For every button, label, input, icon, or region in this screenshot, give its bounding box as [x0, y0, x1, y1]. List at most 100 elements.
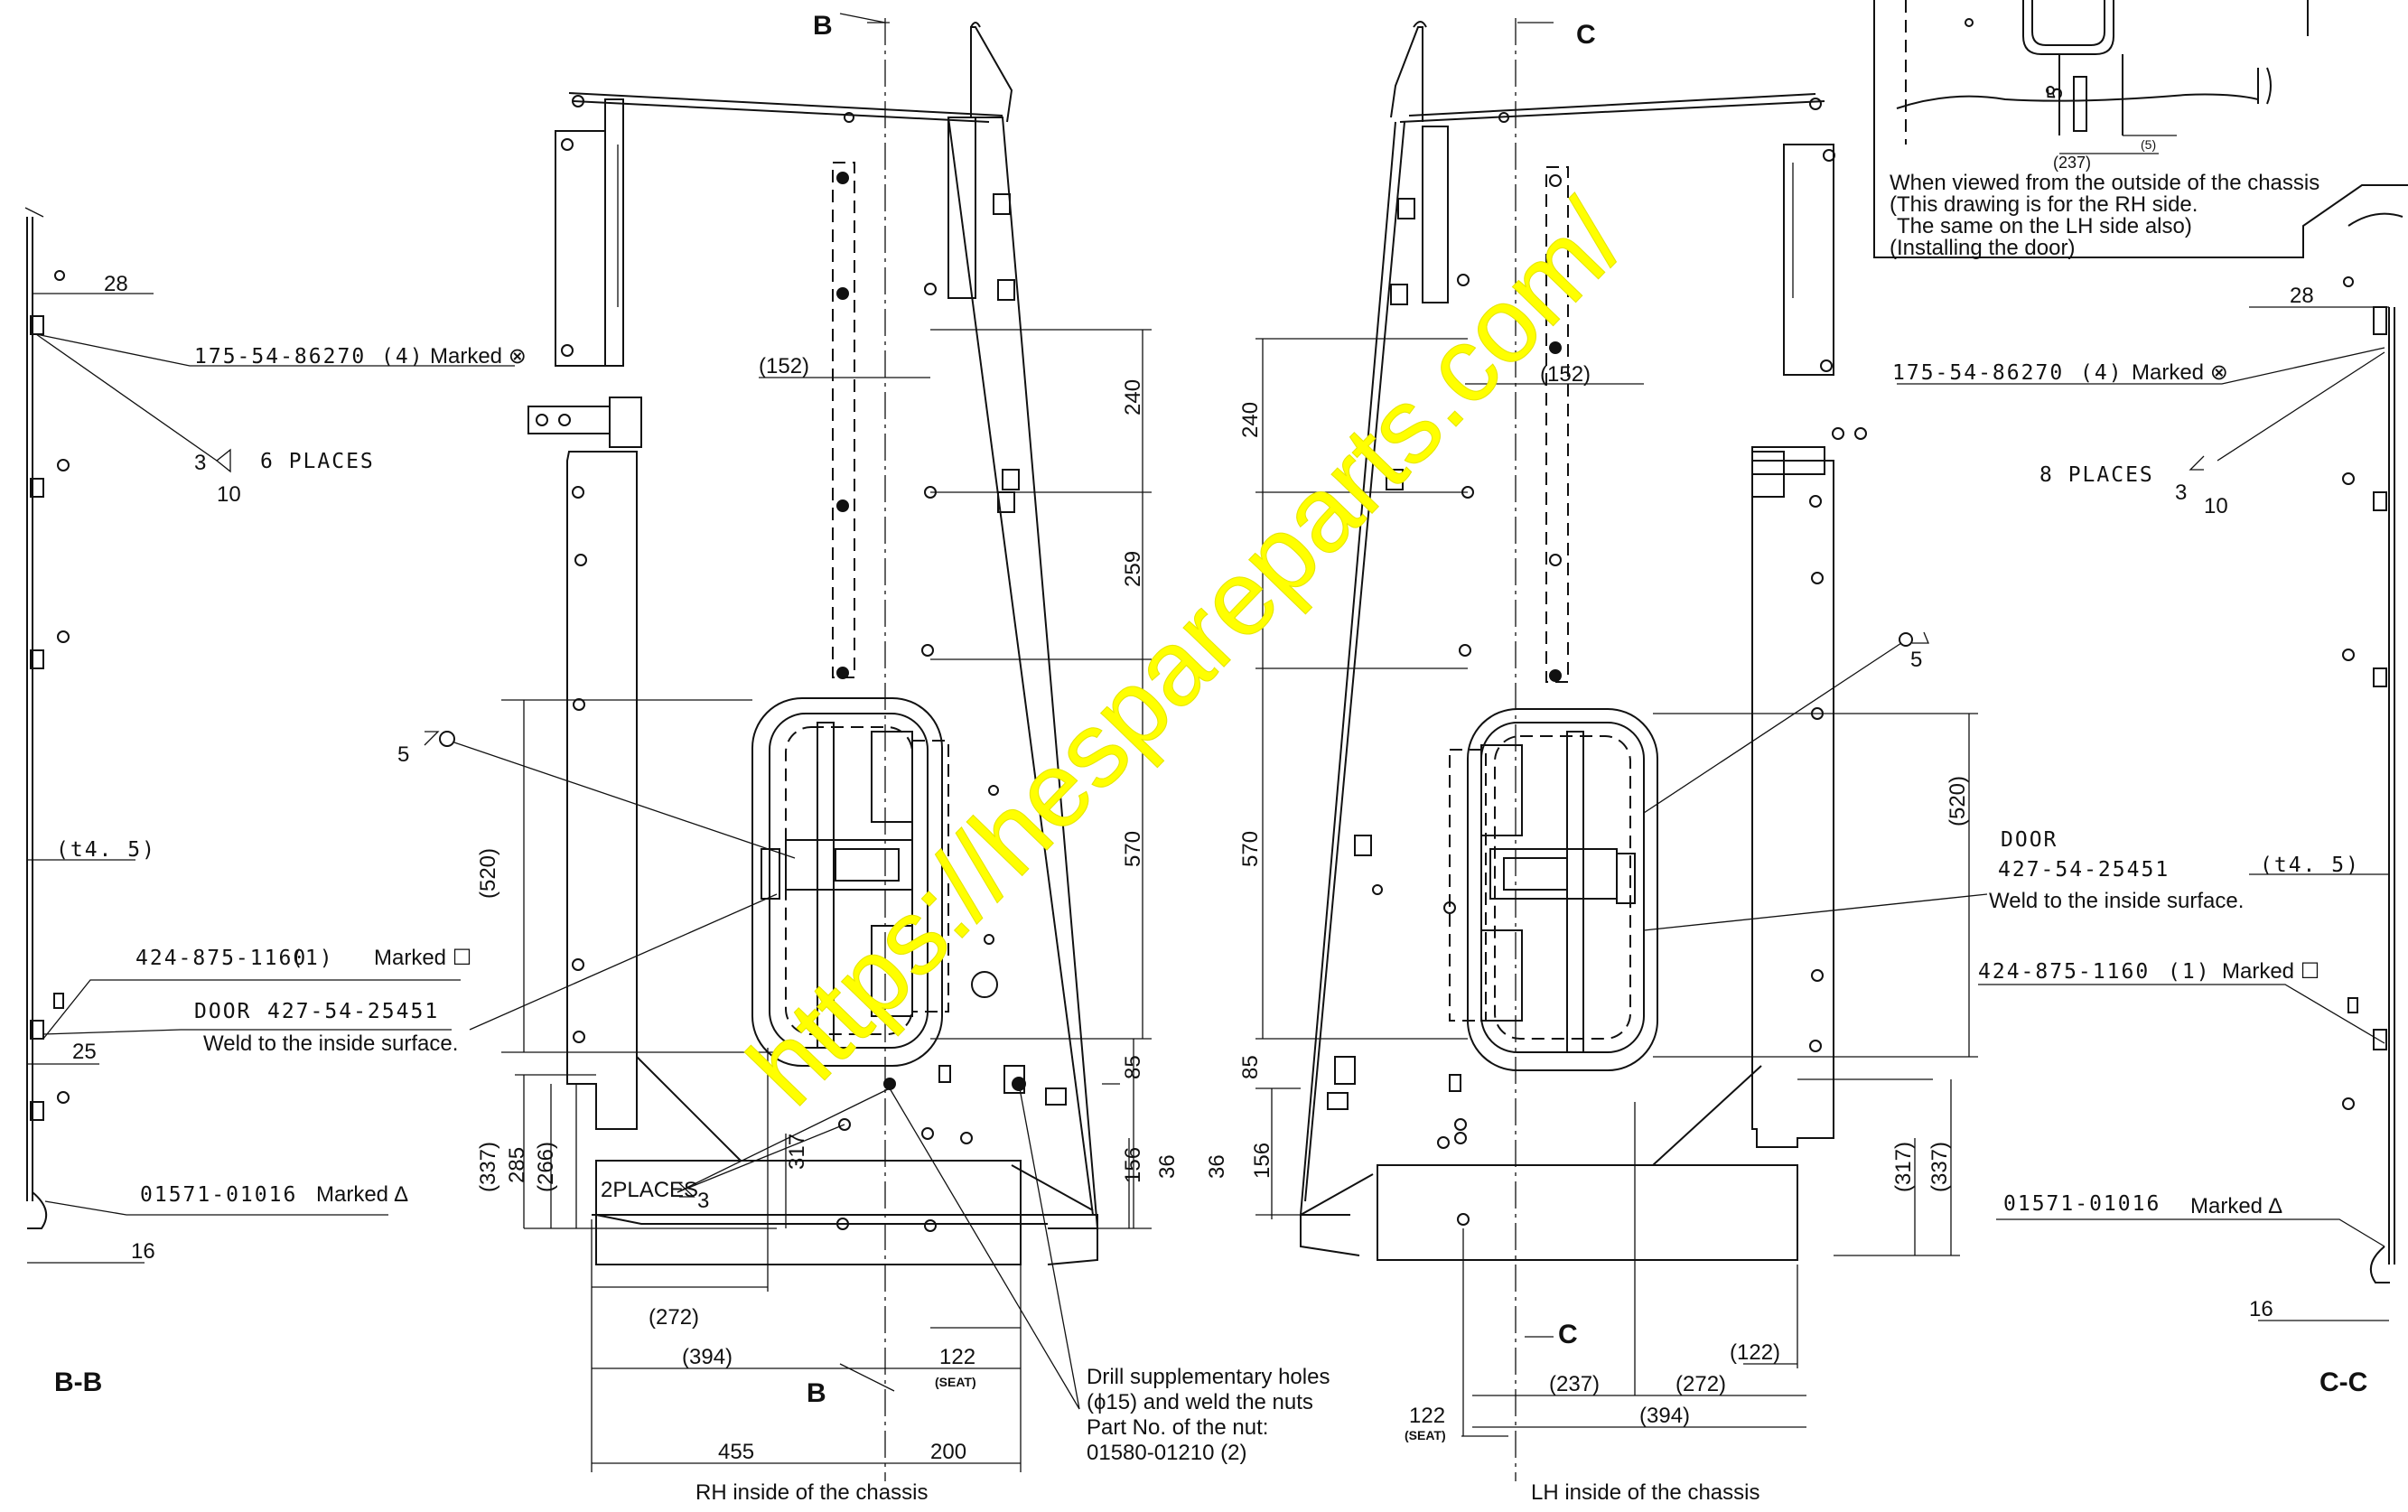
section-mark-b-bottom: B — [807, 1378, 826, 1408]
lh-caption: LH inside of the chassis — [1531, 1480, 1759, 1505]
lh-dim-240: 240 — [1238, 402, 1263, 438]
cc-part-175-qty: (4) — [2080, 361, 2123, 385]
lh-seat-label: (SEAT) — [1405, 1428, 1446, 1442]
cc-dim-28: 28 — [2290, 284, 2314, 308]
cc-weld-places: 8 PLACES — [2039, 463, 2154, 487]
lh-dim-122: 122 — [1409, 1404, 1445, 1428]
rh-dim-36: 36 — [1155, 1154, 1180, 1179]
cc-part-01571: 01571-01016 — [2003, 1192, 2161, 1216]
lh-dim-520: (520) — [1946, 776, 1970, 826]
rh-view-frame — [527, 22, 1099, 1265]
rh-dim-285: 285 — [505, 1147, 529, 1183]
watermark-url: https://hespareparts.com/ — [726, 179, 1647, 1127]
section-mark-b-top: B — [813, 11, 833, 41]
rh-seat-label: (SEAT) — [935, 1375, 976, 1389]
bb-part-01571: 01571-01016 — [140, 1183, 297, 1207]
rh-weld-3: 3 — [697, 1189, 709, 1213]
lh-dim-337: (337) — [1927, 1142, 1952, 1192]
rh-drill-note-4: 01580-01210 (2) — [1087, 1441, 1246, 1465]
inset-detail: 5 — [1873, 0, 2408, 258]
section-cc-profile — [1897, 212, 2403, 1321]
rh-drill-note-3: Part No. of the nut: — [1087, 1415, 1268, 1440]
section-label-cc: C-C — [2319, 1367, 2367, 1397]
inset-note-line1: When viewed from the outside of the chas… — [1890, 171, 2319, 195]
bb-part-01571-mark: Marked ∆ — [316, 1182, 408, 1207]
cc-part-424-mark: Marked ☐ — [2222, 959, 2319, 984]
lh-dim-36: 36 — [1205, 1154, 1229, 1179]
lh-dim-317: (317) — [1891, 1142, 1916, 1192]
inset-note-line3: The same on the LH side also) — [1897, 214, 2192, 238]
cc-part-424: 424-875-1160 — [1978, 960, 2150, 984]
rh-dim-337: (337) — [476, 1142, 500, 1192]
rh-drill-note-1: Drill supplementary holes — [1087, 1365, 1330, 1389]
rh-two-places: 2PLACES — [601, 1178, 698, 1202]
bb-part-175-mark: Marked ⊗ — [430, 344, 527, 369]
bb-dim-28: 28 — [104, 272, 128, 296]
rh-caption: RH inside of the chassis — [695, 1480, 928, 1505]
lh-dim-570: 570 — [1238, 831, 1263, 867]
rh-weld-5: 5 — [397, 742, 409, 767]
cc-part-424-qty: (1) — [2168, 960, 2211, 984]
bb-door-note: Weld to the inside surface. — [203, 1031, 458, 1056]
inset-dim-5v: 5 — [2043, 88, 2067, 99]
bb-door-label: DOOR — [194, 1000, 251, 1023]
cc-weld-10: 10 — [2204, 494, 2228, 518]
rh-dim-317: 317 — [785, 1134, 809, 1170]
rh-dim-520: (520) — [476, 848, 500, 899]
rh-dim-259: 259 — [1121, 551, 1145, 587]
inset-note-line4: (Installing the door) — [1890, 236, 2075, 260]
cc-part-175-mark: Marked ⊗ — [2132, 360, 2228, 385]
lh-dim-272: (272) — [1675, 1372, 1726, 1396]
bb-part-424-mark: Marked ☐ — [374, 946, 471, 970]
rh-dim-394: (394) — [682, 1345, 733, 1369]
lh-weld-5: 5 — [1910, 648, 1922, 672]
bb-part-175: 175-54-86270 — [194, 345, 366, 369]
cc-dim-t45: (t4. 5) — [2260, 854, 2360, 877]
bb-dim-t45: (t4. 5) — [56, 838, 156, 862]
cc-weld-3: 3 — [2175, 481, 2187, 505]
rh-dim-152: (152) — [759, 354, 809, 378]
cc-door-part: 427-54-25451 — [1998, 858, 2170, 882]
rh-dim-570: 570 — [1121, 831, 1145, 867]
cc-part-175: 175-54-86270 — [1892, 361, 2064, 385]
lh-dim-394: (394) — [1639, 1404, 1690, 1428]
lh-dim-237: (237) — [1549, 1372, 1600, 1396]
cc-door-label: DOOR — [2001, 828, 2058, 852]
bb-dim-25: 25 — [72, 1040, 97, 1064]
lh-view-dimensions — [1255, 18, 1988, 1481]
bb-door-part: 427-54-25451 — [267, 1000, 439, 1023]
rh-dim-272: (272) — [649, 1305, 699, 1330]
lh-dim-156: 156 — [1250, 1143, 1274, 1179]
rh-dim-200: 200 — [930, 1440, 966, 1464]
cc-dim-16: 16 — [2249, 1297, 2273, 1321]
bb-part-424: 424-875-1160 — [135, 947, 307, 970]
section-bb-profile — [24, 207, 515, 1264]
section-mark-c-bottom: C — [1558, 1320, 1578, 1349]
rh-dim-156: 156 — [1121, 1147, 1145, 1183]
bb-weld-places: 6 PLACES — [260, 450, 375, 473]
rh-dim-122: 122 — [939, 1345, 975, 1369]
rh-view-dimensions — [424, 13, 1152, 1481]
inset-note-line2: (This drawing is for the RH side. — [1890, 192, 2198, 217]
rh-dim-85: 85 — [1121, 1055, 1145, 1079]
section-label-bb: B-B — [54, 1367, 102, 1397]
rh-drill-note-2: (ϕ15) and weld the nuts — [1087, 1390, 1313, 1414]
lh-dim-85: 85 — [1238, 1055, 1263, 1079]
cc-part-01571-mark: Marked ∆ — [2190, 1194, 2282, 1218]
bb-part-424-qty: (1) — [291, 947, 334, 970]
rh-dim-266: (266) — [534, 1142, 558, 1192]
rh-dim-455: 455 — [718, 1440, 754, 1464]
bb-weld-10: 10 — [217, 482, 241, 507]
section-mark-c-top: C — [1576, 20, 1596, 50]
cc-door-note: Weld to the inside surface. — [1989, 889, 2244, 913]
bb-part-175-qty: (4) — [381, 345, 425, 369]
inset-dim-5: (5) — [2141, 137, 2156, 152]
bb-dim-16: 16 — [131, 1239, 155, 1264]
lh-view-frame — [1299, 21, 1867, 1261]
inset-dim-237: (237) — [2053, 154, 2091, 172]
lh-dim-152: (152) — [1540, 362, 1591, 387]
lh-dim-122-ref: (122) — [1730, 1340, 1780, 1365]
rh-dim-240: 240 — [1121, 379, 1145, 415]
